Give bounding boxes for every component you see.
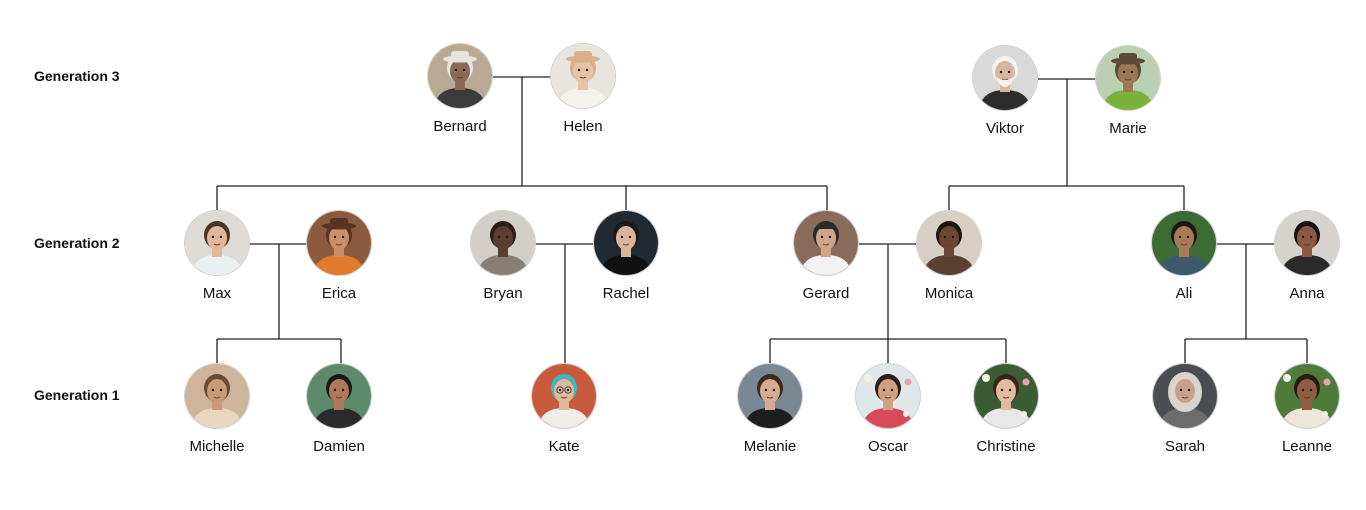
avatar bbox=[185, 211, 249, 275]
person-helen: Helen bbox=[528, 44, 638, 135]
person-name: Melanie bbox=[743, 438, 797, 455]
avatar bbox=[1096, 46, 1160, 110]
person-name: Damien bbox=[313, 438, 365, 455]
portrait-icon bbox=[738, 364, 802, 428]
person-erica: Erica bbox=[284, 211, 394, 302]
portrait-icon bbox=[185, 364, 249, 428]
person-name: Sarah bbox=[1164, 438, 1206, 455]
avatar bbox=[1275, 211, 1339, 275]
avatar bbox=[974, 364, 1038, 428]
avatar bbox=[794, 211, 858, 275]
person-monica: Monica bbox=[894, 211, 1004, 302]
avatar bbox=[428, 44, 492, 108]
avatar bbox=[532, 364, 596, 428]
person-max: Max bbox=[162, 211, 272, 302]
person-name: Marie bbox=[1109, 120, 1147, 137]
person-name: Bryan bbox=[483, 285, 523, 302]
portrait-icon bbox=[1275, 211, 1339, 275]
avatar bbox=[307, 211, 371, 275]
portrait-icon bbox=[794, 211, 858, 275]
person-name: Michelle bbox=[189, 438, 245, 455]
avatar bbox=[551, 44, 615, 108]
person-bernard: Bernard bbox=[405, 44, 515, 135]
person-name: Rachel bbox=[602, 285, 650, 302]
portrait-icon bbox=[307, 364, 371, 428]
avatar bbox=[185, 364, 249, 428]
avatar bbox=[1153, 364, 1217, 428]
avatar bbox=[1275, 364, 1339, 428]
avatar bbox=[471, 211, 535, 275]
person-name: Viktor bbox=[985, 120, 1025, 137]
avatar bbox=[594, 211, 658, 275]
person-name: Gerard bbox=[802, 285, 850, 302]
portrait-icon bbox=[594, 211, 658, 275]
person-viktor: Viktor bbox=[950, 46, 1060, 137]
person-michelle: Michelle bbox=[162, 364, 272, 455]
person-bryan: Bryan bbox=[448, 211, 558, 302]
portrait-icon bbox=[917, 211, 981, 275]
person-rachel: Rachel bbox=[571, 211, 681, 302]
person-anna: Anna bbox=[1252, 211, 1362, 302]
portrait-icon bbox=[973, 46, 1037, 110]
portrait-icon bbox=[1153, 364, 1217, 428]
portrait-icon bbox=[428, 44, 492, 108]
person-ali: Ali bbox=[1129, 211, 1239, 302]
portrait-icon bbox=[1152, 211, 1216, 275]
avatar bbox=[738, 364, 802, 428]
person-name: Christine bbox=[976, 438, 1036, 455]
portrait-icon bbox=[856, 364, 920, 428]
avatar bbox=[917, 211, 981, 275]
person-damien: Damien bbox=[284, 364, 394, 455]
person-name: Bernard bbox=[433, 118, 487, 135]
portrait-icon bbox=[974, 364, 1038, 428]
generation-3-label: Generation 3 bbox=[34, 68, 120, 84]
person-name: Max bbox=[202, 285, 232, 302]
portrait-icon bbox=[1275, 364, 1339, 428]
generation-2-label: Generation 2 bbox=[34, 235, 120, 251]
portrait-icon bbox=[551, 44, 615, 108]
person-name: Anna bbox=[1289, 285, 1325, 302]
person-name: Ali bbox=[1175, 285, 1193, 302]
person-melanie: Melanie bbox=[715, 364, 825, 455]
person-name: Erica bbox=[321, 285, 357, 302]
generation-1-label: Generation 1 bbox=[34, 387, 120, 403]
portrait-icon bbox=[185, 211, 249, 275]
person-kate: Kate bbox=[509, 364, 619, 455]
person-name: Leanne bbox=[1281, 438, 1333, 455]
portrait-icon bbox=[307, 211, 371, 275]
person-leanne: Leanne bbox=[1252, 364, 1362, 455]
person-name: Kate bbox=[548, 438, 580, 455]
avatar bbox=[856, 364, 920, 428]
person-gerard: Gerard bbox=[771, 211, 881, 302]
portrait-icon bbox=[471, 211, 535, 275]
avatar bbox=[1152, 211, 1216, 275]
person-name: Oscar bbox=[867, 438, 908, 455]
person-christine: Christine bbox=[951, 364, 1061, 455]
avatar bbox=[973, 46, 1037, 110]
person-name: Helen bbox=[563, 118, 603, 135]
person-oscar: Oscar bbox=[833, 364, 943, 455]
portrait-icon bbox=[1096, 46, 1160, 110]
person-marie: Marie bbox=[1073, 46, 1183, 137]
person-sarah: Sarah bbox=[1130, 364, 1240, 455]
portrait-icon bbox=[532, 364, 596, 428]
avatar bbox=[307, 364, 371, 428]
person-name: Monica bbox=[924, 285, 974, 302]
